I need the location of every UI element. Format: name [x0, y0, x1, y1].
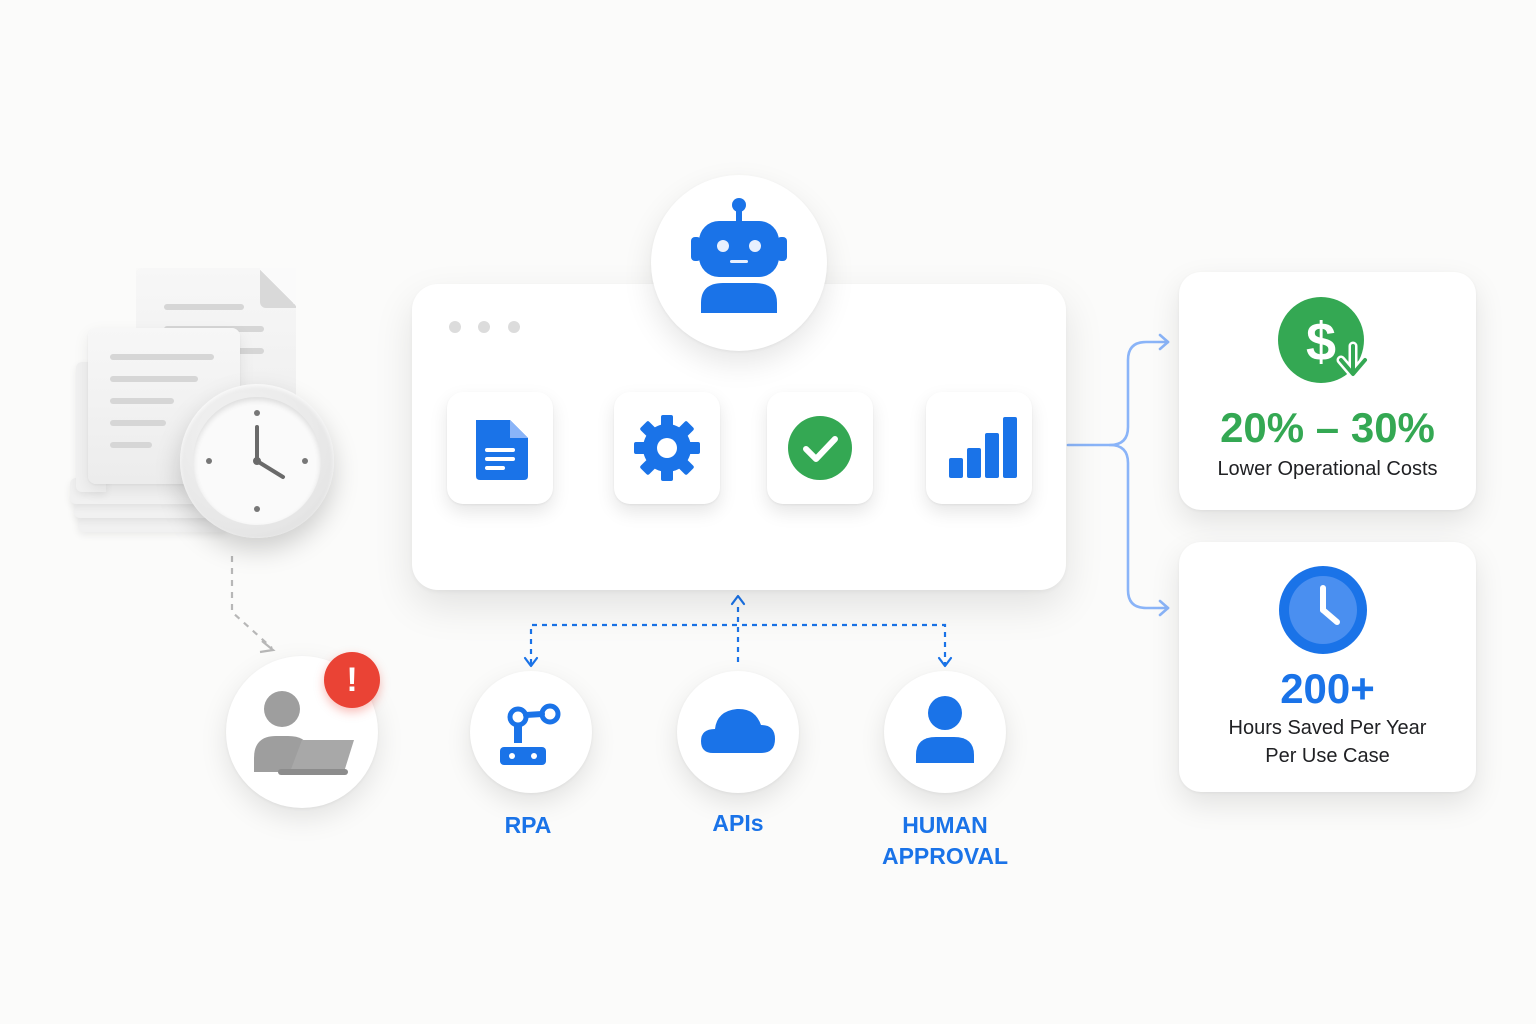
- robot-icon: [691, 198, 787, 313]
- window-dot-icon: [508, 321, 520, 333]
- result-label-hours-line2: Per Use Case: [1265, 745, 1390, 767]
- alert-badge-icon: !: [324, 652, 380, 708]
- robot-agent-icon: [651, 175, 827, 351]
- clock-icon: [1279, 566, 1367, 654]
- person-icon: [916, 696, 974, 763]
- result-bracket-connector: [1066, 333, 1170, 617]
- check-circle-icon: [788, 416, 852, 480]
- cloud-icon: [701, 708, 775, 753]
- result-label-hours-line1: Hours Saved Per Year: [1228, 717, 1427, 739]
- robotic-arm-icon: [500, 703, 561, 765]
- window-dot-icon: [449, 321, 461, 333]
- workflow-step-document: [447, 392, 553, 504]
- workflow-step-process: [614, 392, 720, 504]
- integration-label-approval: APPROVAL: [881, 843, 1009, 869]
- result-card-hours: 200+ Hours Saved Per Year Per Use Case: [1179, 542, 1476, 792]
- window-dot-icon: [478, 321, 490, 333]
- clock-icon: [180, 384, 334, 538]
- integration-label-rpa: RPA: [504, 812, 552, 838]
- integration-rpa: [470, 671, 592, 793]
- result-label-cost: Lower Operational Costs: [1217, 458, 1438, 480]
- workflow-step-report: [926, 392, 1032, 504]
- integration-apis: [677, 671, 799, 793]
- svg-text:$: $: [1306, 312, 1336, 372]
- bar-chart-icon: [949, 417, 1017, 478]
- dollar-down-icon: $: [1278, 297, 1370, 383]
- integration-label-human: HUMAN: [902, 812, 988, 838]
- automation-workflow-panel: [412, 284, 1066, 590]
- result-value-hours: 200+: [1280, 665, 1375, 712]
- dashed-integration-connector: [529, 602, 947, 664]
- integration-human-approval: [884, 671, 1006, 793]
- result-value-cost: 20% – 30%: [1220, 404, 1435, 451]
- document-icon: [476, 420, 528, 480]
- dashed-connector-clock-to-person: [230, 556, 273, 649]
- gear-icon: [634, 415, 700, 481]
- integration-label-apis: APIs: [712, 810, 764, 836]
- result-card-cost: $ 20% – 30% Lower Operational Costs: [1179, 272, 1476, 510]
- workflow-step-validate: [767, 392, 873, 504]
